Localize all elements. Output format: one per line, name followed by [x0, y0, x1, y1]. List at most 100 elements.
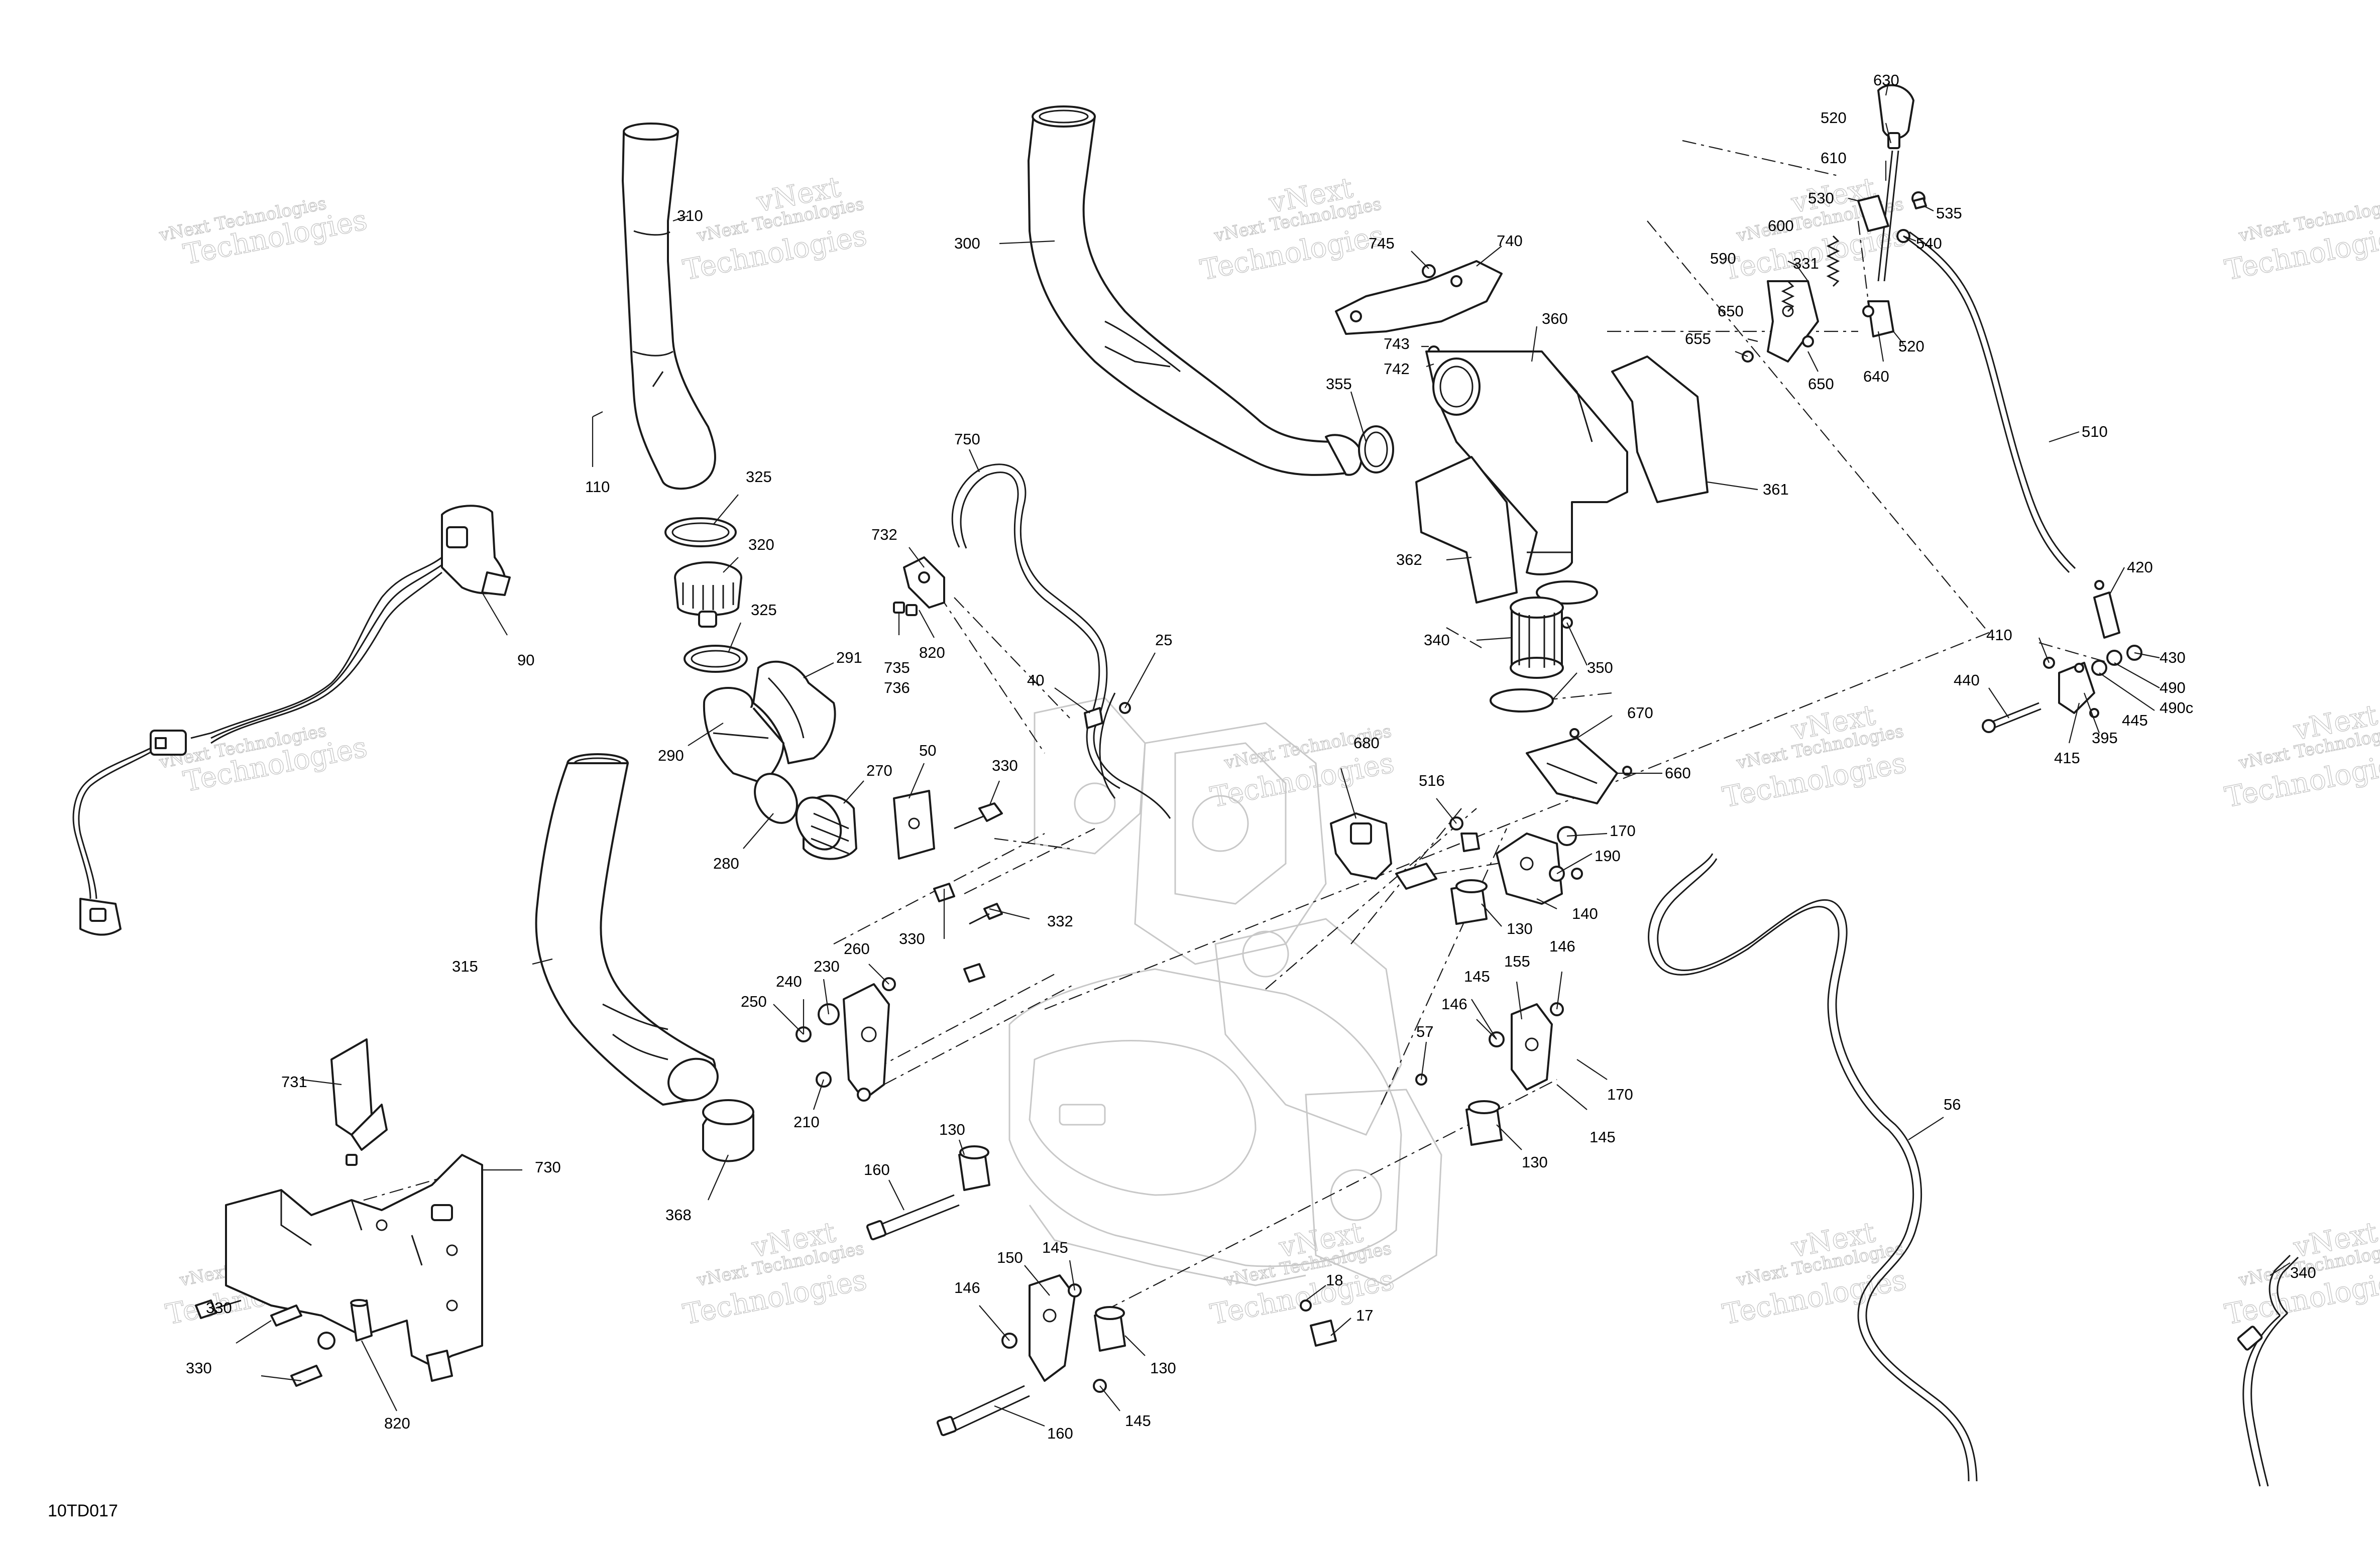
callout-395: 395 [2092, 729, 2118, 747]
callout-510: 510 [2082, 423, 2108, 440]
part-361-heat-shield [1611, 355, 1709, 503]
callout-520: 520 [1898, 337, 1924, 355]
callout-530: 530 [1808, 189, 1834, 207]
part-332-bolt [969, 903, 1003, 925]
part-680-bracket [1330, 812, 1437, 890]
part-140-mount [1496, 826, 1583, 905]
callout-516: 516 [1419, 772, 1445, 789]
callout-440: 440 [1954, 671, 1980, 689]
callout-25: 25 [1155, 631, 1172, 649]
part-155-bracket [1489, 1002, 1564, 1091]
part-340-filter [1490, 580, 1598, 713]
callout-320: 320 [748, 536, 774, 553]
callout-750: 750 [954, 430, 980, 448]
callout-230: 230 [814, 958, 840, 975]
callout-332: 332 [1047, 912, 1073, 930]
callout-650: 650 [1808, 375, 1834, 393]
callout-410: 410 [1986, 626, 2012, 644]
callout-56: 56 [1944, 1096, 1961, 1113]
callout-735: 735 [884, 659, 910, 676]
callout-640: 640 [1863, 368, 1889, 385]
callout-368: 368 [665, 1206, 692, 1224]
callout-430: 430 [2160, 649, 2186, 666]
part-395-bracket [2058, 645, 2142, 718]
part-160-bolt [866, 1194, 960, 1241]
part-331-spring [1781, 280, 1795, 312]
watermark-layer: vNext Technologies Technologies vNext vN… [157, 170, 2380, 1332]
part-750-hose [951, 463, 1171, 819]
part-610-shift-rod [1857, 150, 1925, 282]
part-355-clamp [1358, 425, 1394, 473]
callout-310: 310 [677, 207, 703, 224]
callout-330: 330 [186, 1359, 212, 1377]
part-56-hose [1648, 853, 1978, 1482]
callout-110: 110 [585, 478, 610, 496]
callout-145: 145 [1042, 1239, 1068, 1256]
callout-743: 743 [1384, 335, 1410, 352]
callout-610: 610 [1821, 149, 1847, 167]
callout-17: 17 [1356, 1307, 1373, 1324]
part-280-clamp [754, 773, 798, 824]
part-535-bolt [1912, 197, 1927, 209]
part-820-spacer [350, 1299, 373, 1342]
callout-590: 590 [1710, 250, 1736, 267]
callout-600: 600 [1768, 217, 1794, 234]
callout-291: 291 [836, 649, 862, 666]
callout-240: 240 [776, 973, 802, 990]
part-325-clamp-top [664, 517, 737, 547]
leader-lines [236, 82, 2291, 1427]
callout-146: 146 [1441, 995, 1467, 1013]
callout-360: 360 [1542, 310, 1568, 327]
part-320-coupler [674, 561, 742, 628]
callout-330: 330 [206, 1299, 232, 1317]
callout-740: 740 [1497, 232, 1523, 250]
callout-650: 650 [1718, 302, 1744, 320]
part-230-bracket [796, 977, 896, 1102]
callout-660: 660 [1665, 764, 1691, 782]
part-368-ring [702, 1099, 754, 1162]
callout-490: 490 [2160, 679, 2186, 696]
callout-290: 290 [658, 747, 684, 764]
part-300-intake-duct [1028, 105, 1363, 476]
callout-325: 325 [751, 601, 777, 619]
part-150-bracket [1001, 1274, 1107, 1393]
part-130-mount [1094, 1306, 1126, 1352]
part-420-joint [2093, 580, 2120, 639]
callout-350: 350 [1587, 659, 1613, 676]
callout-630: 630 [1873, 71, 1899, 89]
part-510-linkage-rod [1903, 231, 2076, 573]
callout-731: 731 [281, 1073, 307, 1091]
callout-170: 170 [1610, 822, 1636, 840]
callout-150: 150 [997, 1249, 1023, 1266]
callout-145: 145 [1464, 968, 1490, 985]
callout-170: 170 [1607, 1086, 1633, 1103]
callout-420: 420 [2127, 558, 2153, 576]
part-440-pin [1982, 702, 2042, 733]
part-130-mount [958, 1145, 990, 1191]
callout-90: 90 [517, 651, 534, 669]
callout-736: 736 [884, 679, 910, 696]
part-17-cap [1310, 1320, 1337, 1347]
part-362-heat-shield [1415, 456, 1518, 604]
part-290-elbow [703, 687, 784, 784]
callout-315: 315 [452, 958, 478, 975]
callout-155: 155 [1504, 953, 1530, 970]
callout-260: 260 [844, 940, 870, 958]
callout-415: 415 [2054, 749, 2080, 767]
part-330-bolt [954, 802, 1003, 829]
callout-362: 362 [1396, 551, 1422, 568]
callout-160: 160 [864, 1161, 890, 1178]
callout-330: 330 [899, 930, 925, 947]
callout-331: 331 [1793, 255, 1819, 272]
part-310-intake-duct [622, 123, 716, 490]
callout-130: 130 [939, 1121, 965, 1138]
callout-732: 732 [871, 526, 897, 543]
callout-325: 325 [746, 468, 772, 486]
callout-146: 146 [954, 1279, 980, 1296]
callout-340: 340 [2290, 1264, 2316, 1281]
callout-160: 160 [1047, 1425, 1073, 1442]
part-270-coupler [795, 794, 857, 860]
callout-445: 445 [2122, 711, 2148, 729]
callout-18: 18 [1326, 1271, 1343, 1289]
callout-745: 745 [1369, 234, 1395, 252]
